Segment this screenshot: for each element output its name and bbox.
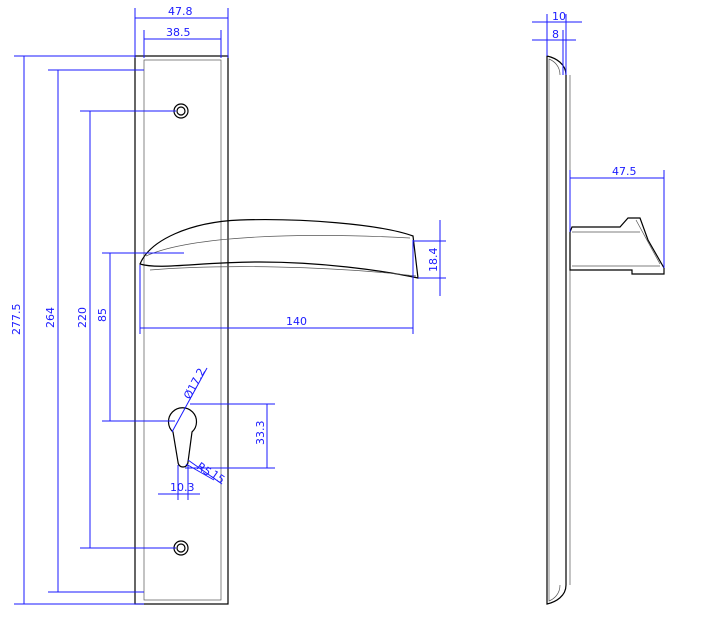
dim-projection: 47.5 [612, 165, 637, 178]
dim-handle-to-cylinder: 85 [96, 308, 109, 322]
dim-overall-height: 277.5 [10, 304, 23, 336]
dim-handle-length: 140 [286, 315, 307, 328]
lever-handle [139, 219, 419, 279]
dim-cylinder-diameter: Ø17.2 [181, 366, 208, 401]
dim-plate-outer-width: 47.8 [168, 5, 193, 18]
plate-inner-outline [143, 59, 222, 601]
dim-handle-height: 18.4 [427, 248, 440, 273]
top-screw-hole [173, 103, 189, 119]
lever-handle-underside [149, 266, 417, 277]
dim-cylinder-width: 10.3 [170, 481, 195, 494]
dim-height-264: 264 [44, 307, 57, 328]
dim-side-10: 10 [552, 10, 566, 23]
front-view [134, 55, 419, 605]
plate-outer-outline [134, 55, 229, 605]
dim-plate-inner-width: 38.5 [166, 26, 191, 39]
side-plate-inner [548, 58, 561, 602]
bottom-screw-hole [173, 540, 189, 556]
dim-cylinder-height: 33.3 [254, 421, 267, 446]
side-plate-outer [546, 55, 567, 605]
side-view [546, 55, 665, 605]
cylinder-cutout [167, 407, 198, 468]
dim-hole-spacing: 220 [76, 307, 89, 328]
lever-handle-contour [145, 235, 411, 257]
side-dimensions: 10 8 47.5 [532, 10, 665, 268]
dim-side-8: 8 [552, 28, 559, 41]
side-handle [569, 217, 665, 275]
